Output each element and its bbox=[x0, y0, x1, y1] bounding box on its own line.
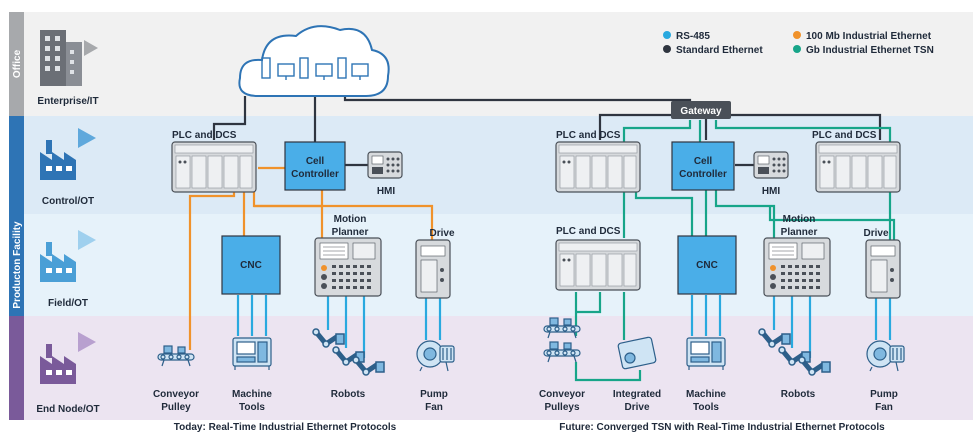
left-caption: Today: Real-Time Industrial Ethernet Pro… bbox=[174, 422, 397, 433]
field-band bbox=[24, 214, 973, 316]
left-pump-label-2: Fan bbox=[425, 402, 443, 413]
level-endnode: End Node/OT bbox=[36, 404, 99, 415]
right-motion-label-2: Planner bbox=[781, 227, 818, 238]
cloud-icon bbox=[238, 25, 390, 97]
enterprise-building-icon bbox=[40, 30, 98, 86]
right-plc-rack-1 bbox=[555, 141, 641, 193]
link-gateway-plc-right bbox=[598, 113, 678, 140]
left-hmi-label: HMI bbox=[377, 186, 396, 197]
left-motion-label-1: Motion bbox=[334, 214, 367, 225]
link-cloud-plc-left bbox=[212, 96, 247, 140]
right-machine-icon bbox=[686, 337, 726, 371]
left-pump-label-1: Pump bbox=[420, 389, 448, 400]
left-motion-planner bbox=[314, 237, 382, 297]
sidebar-endnode bbox=[9, 316, 24, 420]
right-plc-label-2: PLC and DCS bbox=[812, 130, 877, 141]
sidebar-office-label: Office bbox=[12, 49, 23, 78]
right-conveyor-label-2: Pulleys bbox=[544, 402, 579, 413]
connections bbox=[188, 96, 896, 382]
link-gateway-plcfar-tsn bbox=[714, 120, 892, 142]
right-plc-label-1: PLC and DCS bbox=[556, 130, 621, 141]
legend-tsn-marker bbox=[793, 45, 801, 53]
endnode-factory-icon bbox=[40, 332, 96, 384]
left-motion-label-2: Planner bbox=[332, 227, 369, 238]
left-machine-icon bbox=[232, 337, 272, 371]
legend-standard-marker bbox=[663, 45, 671, 53]
link-gateway-plc-tsn bbox=[622, 120, 692, 142]
right-cell-controller bbox=[671, 141, 735, 191]
right-conveyor-label-1: Conveyor bbox=[539, 389, 585, 400]
legend-rs485: RS-485 bbox=[676, 31, 710, 42]
right-machine-label-1: Machine bbox=[686, 389, 726, 400]
left-plc-label: PLC and DCS bbox=[172, 130, 237, 141]
sidebar-office bbox=[9, 12, 24, 116]
right-plc-rack-2 bbox=[815, 141, 901, 193]
level-enterprise: Enterprise/IT bbox=[37, 96, 98, 107]
gateway-box bbox=[671, 101, 731, 119]
right-plc-label-3: PLC and DCS bbox=[556, 226, 621, 237]
right-caption: Future: Converged TSN with Real-Time Ind… bbox=[559, 422, 885, 433]
legend-rs485-marker bbox=[663, 31, 671, 39]
legend-tsn: Gb Industrial Ethernet TSN bbox=[806, 45, 934, 56]
left-conveyor-label-1: Conveyor bbox=[153, 389, 199, 400]
legend: RS-485 Standard Ethernet 100 Mb Industri… bbox=[663, 31, 934, 56]
left-plc-rack bbox=[171, 141, 257, 193]
level-field: Field/OT bbox=[48, 298, 88, 309]
left-cnc bbox=[221, 235, 281, 295]
left-machine-label-1: Machine bbox=[232, 389, 272, 400]
right-cell-label-2: Controller bbox=[679, 169, 727, 180]
right-hmi-label: HMI bbox=[762, 186, 781, 197]
link-plc-conveyor bbox=[188, 192, 236, 350]
right-motion-label-1: Motion bbox=[783, 214, 816, 225]
link-plc-drive bbox=[254, 204, 434, 240]
left-drive-device bbox=[415, 239, 451, 299]
left-cnc-label: CNC bbox=[240, 260, 262, 271]
right-cnc bbox=[677, 235, 737, 295]
left-drive-label: Drive bbox=[429, 228, 454, 239]
sidebar-facility bbox=[9, 116, 24, 316]
left-conveyor-label-2: Pulley bbox=[161, 402, 191, 413]
left-cell-label-1: Cell bbox=[306, 156, 325, 167]
right-drive-label: Drive bbox=[863, 228, 888, 239]
right-cnc-label: CNC bbox=[696, 260, 718, 271]
level-control: Control/OT bbox=[42, 196, 94, 207]
integrated-drive-icon bbox=[617, 336, 657, 370]
left-cell-controller bbox=[284, 141, 346, 191]
left-hmi-device bbox=[367, 151, 403, 179]
sidebar-facility-label: Producton Facility bbox=[12, 221, 23, 309]
field-factory-icon bbox=[40, 230, 96, 282]
right-robots-label: Robots bbox=[781, 389, 816, 400]
right-machine-label-2: Tools bbox=[693, 402, 719, 413]
right-pump-label-2: Fan bbox=[875, 402, 893, 413]
right-plc-rack-3 bbox=[555, 239, 641, 291]
right-integrated-label-1: Integrated bbox=[613, 389, 661, 400]
right-drive-device bbox=[865, 239, 901, 299]
left-cell-label-2: Controller bbox=[291, 169, 339, 180]
left-robots-label: Robots bbox=[331, 389, 366, 400]
office-band bbox=[24, 12, 973, 116]
gateway-label: Gateway bbox=[680, 106, 722, 117]
left-machine-label-2: Tools bbox=[239, 402, 265, 413]
right-hmi-device bbox=[753, 151, 789, 179]
legend-standard-ethernet: Standard Ethernet bbox=[676, 45, 763, 56]
control-factory-icon bbox=[40, 128, 96, 180]
right-motion-planner bbox=[763, 237, 831, 297]
link-gateway-plc-far bbox=[725, 113, 882, 140]
right-cell-label-1: Cell bbox=[694, 156, 713, 167]
right-pump-label-1: Pump bbox=[870, 389, 898, 400]
legend-industrial-ethernet: 100 Mb Industrial Ethernet bbox=[806, 31, 932, 42]
legend-industrial-marker bbox=[793, 31, 801, 39]
right-integrated-label-2: Drive bbox=[624, 402, 649, 413]
